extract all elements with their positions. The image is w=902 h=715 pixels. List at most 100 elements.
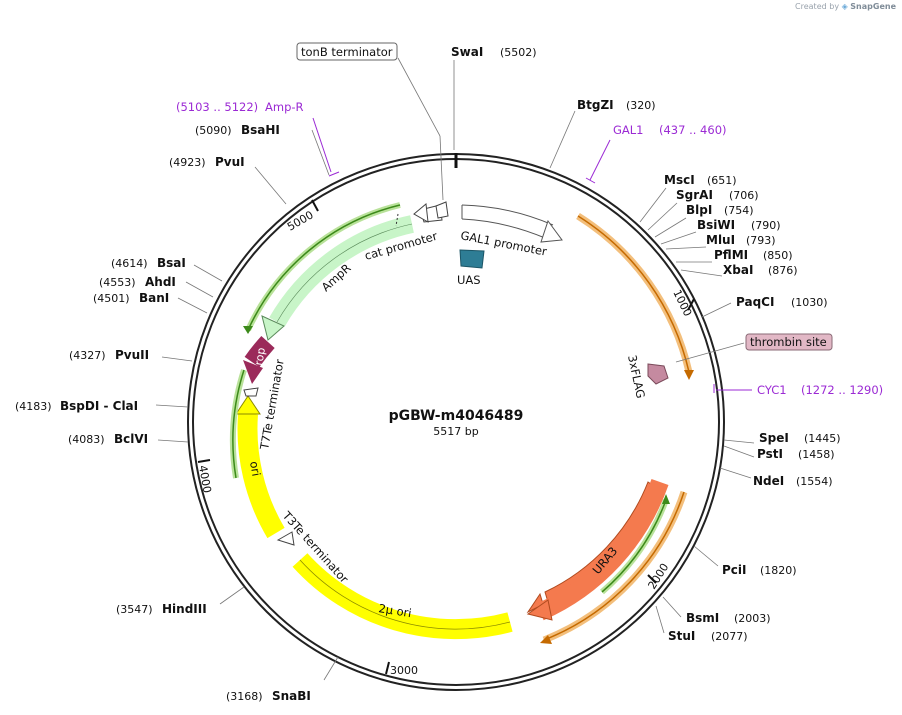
- site-pvui-pos: (4923): [169, 156, 206, 169]
- site-bsmi-pos: (2003): [734, 612, 771, 625]
- primer-ampr-name: Amp-R: [265, 100, 304, 114]
- tonb-terminator-frame: [296, 42, 398, 61]
- site-snabi-pos: (3168): [226, 690, 263, 703]
- site-labels: SwaI (5502) BtgZI (320) MscI (651) SgrAI…: [15, 45, 841, 703]
- thrombin-site-frame: [745, 333, 833, 351]
- primer-leaders: [312, 117, 752, 393]
- primer-cyc1-range: (1272 .. 1290): [801, 383, 883, 397]
- plasmid-length: 5517 bp: [433, 425, 478, 438]
- site-psti-pos: (1458): [798, 448, 835, 461]
- site-pflmi-name: PflMI: [714, 248, 748, 262]
- site-psti-name: PstI: [757, 447, 783, 461]
- green-feature-ampr-outer-line: [247, 204, 401, 331]
- site-spei-name: SpeI: [759, 431, 789, 445]
- two-micron-label: 2μ ori: [378, 601, 413, 620]
- ampr-head: [261, 315, 285, 341]
- tick-4000: [197, 459, 211, 463]
- site-pflmi-pos: (850): [763, 249, 793, 262]
- site-pvuii-name: PvuII: [115, 348, 149, 362]
- site-bsahi-name: BsaHI: [241, 123, 280, 137]
- site-blpi-name: BlpI: [686, 203, 712, 217]
- tonb-terminator-box: tonB terminator: [296, 42, 398, 61]
- site-bsahi-pos: (5090): [195, 124, 232, 137]
- flag-arrow: [647, 363, 669, 385]
- ori-label: ori: [247, 460, 263, 477]
- primer-labels: (5103 .. 5122) Amp-R GAL1 (437 .. 460) C…: [176, 100, 883, 397]
- t3te-arrow: [276, 531, 295, 546]
- site-bsiwi-name: BsiWI: [697, 218, 735, 232]
- site-bsai-pos: (4614): [111, 257, 148, 270]
- thrombin-site-box: thrombin site: [745, 333, 833, 351]
- orange-arrow-head-bottom: [540, 635, 552, 644]
- tick-2000: [647, 574, 657, 584]
- gal1-promoter-body: [461, 205, 551, 239]
- site-sgrai-name: SgrAI: [676, 188, 713, 202]
- uas-box: [459, 249, 485, 269]
- primer-gal1-name: GAL1: [613, 123, 644, 137]
- site-xbai-pos: (876): [768, 264, 798, 277]
- rop-label: rop: [252, 347, 268, 367]
- site-paqci-name: PaqCI: [736, 295, 774, 309]
- plasmid-name: pGBW-m4046489: [389, 408, 524, 424]
- site-ahdi-name: AhdI: [145, 275, 176, 289]
- site-bspdi-clai-pos: (4183): [15, 400, 52, 413]
- site-swai-pos: (5502): [500, 46, 537, 59]
- leader-lines: [155, 57, 755, 681]
- site-ndei-pos: (1554): [796, 475, 833, 488]
- site-snabi-name: SnaBI: [272, 689, 311, 703]
- site-swai-name: SwaI: [451, 45, 483, 59]
- site-hindiii-pos: (3547): [116, 603, 153, 616]
- site-bclvi-name: BclVI: [114, 432, 148, 446]
- green-feature-right-line: [601, 499, 667, 593]
- snapgene-logo-icon: ◈: [841, 2, 848, 11]
- two-micron-ori-outline: [299, 559, 511, 630]
- tonb-terminator-label: tonB terminator: [301, 45, 393, 59]
- site-sgrai-pos: (706): [729, 189, 759, 202]
- orange-feature-bottom-line: [543, 491, 685, 641]
- green-arrow-head-right: [662, 494, 670, 504]
- site-bspdi-clai-name: BspDI - ClaI: [60, 399, 138, 413]
- green-arrow-head-left: [243, 326, 253, 334]
- site-hindiii-name: HindIII: [162, 602, 207, 616]
- snapgene-credit: Created by ◈ SnapGene: [795, 2, 896, 11]
- site-pcii-pos: (1820): [760, 564, 797, 577]
- thrombin-site-label: thrombin site: [750, 335, 827, 349]
- site-blpi-pos: (754): [724, 204, 754, 217]
- orange-feature-top-line: [577, 215, 690, 373]
- ori-arrow: [237, 413, 285, 539]
- ori-head: [235, 395, 261, 415]
- site-msci-name: MscI: [664, 173, 695, 187]
- green-feature-left-lower-line: [232, 369, 245, 479]
- site-ndei-name: NdeI: [753, 474, 784, 488]
- primer-cyc1-name: CYC1: [757, 383, 787, 397]
- primer-gal1-range: (437 .. 460): [659, 123, 727, 137]
- site-bsiwi-pos: (790): [751, 219, 781, 232]
- uas-label: UAS: [457, 273, 481, 287]
- gal1-promoter-head: [540, 219, 563, 243]
- site-msci-pos: (651): [707, 174, 737, 187]
- tick-5000: [311, 199, 319, 212]
- site-bani-name: BanI: [139, 291, 169, 305]
- credit-text: Created by: [795, 2, 840, 11]
- site-pcii-name: PciI: [722, 563, 747, 577]
- small-arrow-origin: [435, 201, 449, 219]
- site-stui-name: StuI: [668, 629, 695, 643]
- site-mlui-pos: (793): [746, 234, 776, 247]
- site-xbai-name: XbaI: [723, 263, 753, 277]
- orange-arrow-head-top: [684, 370, 694, 380]
- ura3-body: [536, 478, 669, 621]
- site-mlui-name: MluI: [706, 233, 735, 247]
- site-bsai-name: BsaI: [157, 256, 186, 270]
- site-pvuii-pos: (4327): [69, 349, 106, 362]
- rop-arrow: [244, 335, 275, 368]
- site-bani-pos: (4501): [93, 292, 130, 305]
- site-btgzi-name: BtgZI: [577, 98, 614, 112]
- site-ahdi-pos: (4553): [99, 276, 136, 289]
- cat-promoter-head: [413, 203, 429, 223]
- gal1-promoter-outline: [461, 204, 554, 239]
- rop-head: [243, 360, 263, 384]
- tick-3000: [385, 661, 390, 675]
- credit-app: SnapGene: [850, 2, 896, 11]
- site-spei-pos: (1445): [804, 432, 841, 445]
